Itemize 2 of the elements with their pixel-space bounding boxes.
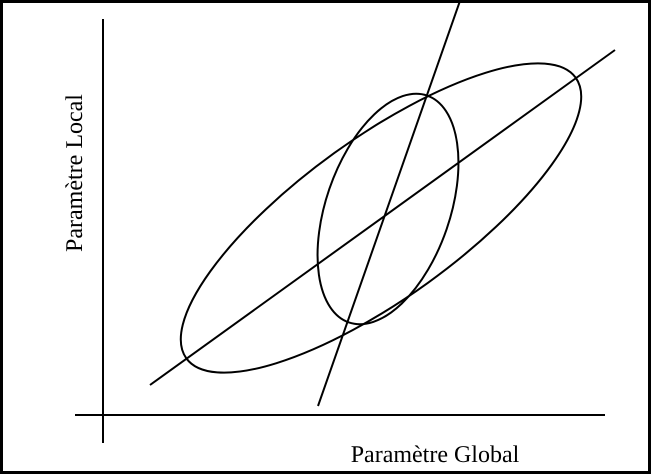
- axis-title: Paramètre Local: [63, 94, 87, 252]
- axis-title: Paramètre Global: [350, 443, 520, 467]
